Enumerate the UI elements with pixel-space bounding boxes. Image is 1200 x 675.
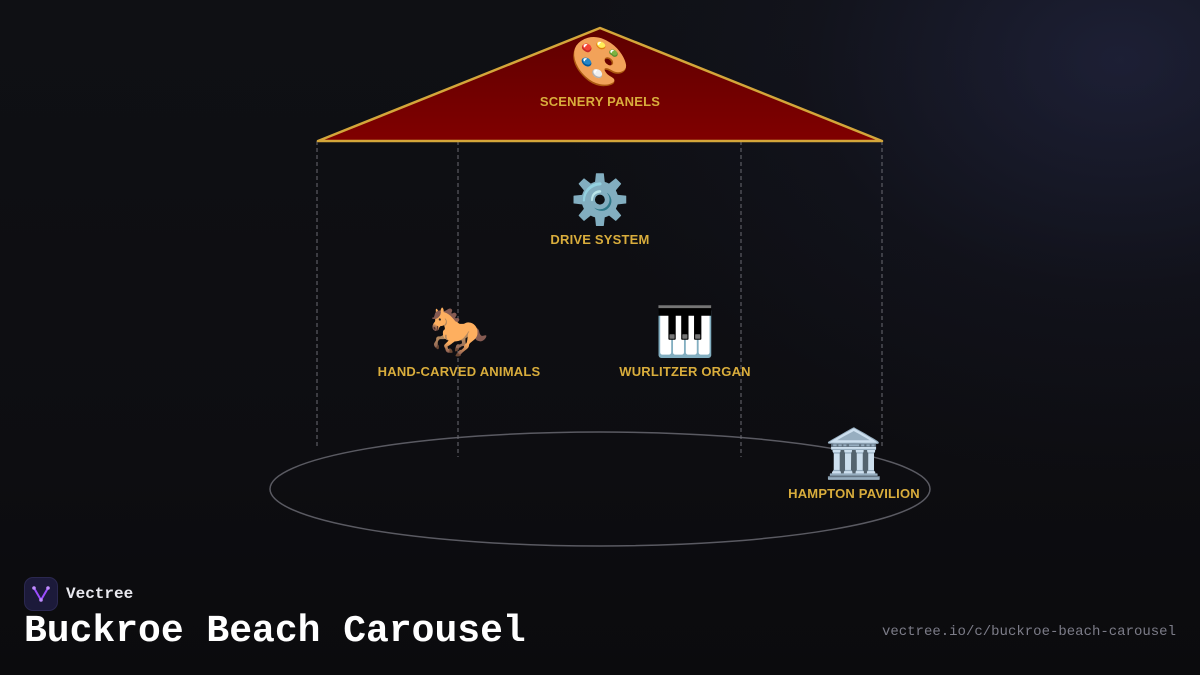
brand: Vectree <box>24 577 133 611</box>
brand-name: Vectree <box>66 585 134 603</box>
carousel-roof <box>316 26 884 143</box>
node-label: HAND-CARVED ANIMALS <box>377 364 541 379</box>
node-hand-carved-animals: 🐎 HAND-CARVED ANIMALS <box>339 304 579 379</box>
node-wurlitzer-organ: 🎹 WURLITZER ORGAN <box>565 304 805 379</box>
palette-icon: 🎨 <box>570 34 630 90</box>
carousel-platform <box>269 431 931 547</box>
diagram-url[interactable]: vectree.io/c/buckroe-beach-carousel <box>881 624 1176 640</box>
node-label: SCENERY PANELS <box>539 94 661 109</box>
gear-icon: ⚙️ <box>570 172 630 228</box>
page-title: Buckroe Beach Carousel <box>24 610 526 653</box>
vectree-logo-icon <box>24 577 58 611</box>
classical-building-icon: 🏛️ <box>824 426 884 482</box>
horse-icon: 🐎 <box>429 304 489 360</box>
node-hampton-pavilion: 🏛️ HAMPTON PAVILION <box>734 426 974 501</box>
node-label: WURLITZER ORGAN <box>619 364 751 379</box>
node-label: DRIVE SYSTEM <box>550 232 650 247</box>
node-scenery-panels: 🎨 SCENERY PANELS <box>480 34 720 109</box>
node-drive-system: ⚙️ DRIVE SYSTEM <box>480 172 720 247</box>
node-label: HAMPTON PAVILION <box>788 486 920 501</box>
piano-keys-icon: 🎹 <box>655 304 715 360</box>
